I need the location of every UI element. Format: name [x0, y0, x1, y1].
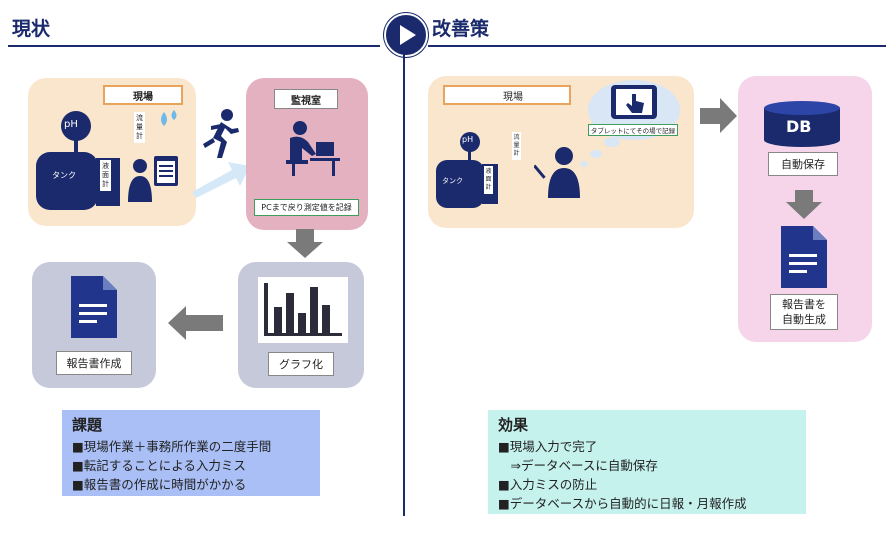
office-worker-icon [286, 121, 340, 176]
issue-item: ■現場作業＋事務所作業の二度手間 [72, 439, 272, 454]
flow-meter-label-right: 流量計 [512, 132, 521, 160]
center-divider [403, 54, 405, 516]
tank-label-right: タンク [442, 177, 463, 185]
effects-title: 効果 [498, 416, 529, 434]
effect-item: ■現場入力で完了 [498, 439, 598, 454]
report-auto-label-line: 自動生成 [782, 313, 826, 326]
effects-box: 効果 ■現場入力で完了 ⇒データベースに自動保存 ■入力ミスの防止 ■データベー… [488, 410, 806, 514]
monitor-room-label: 監視室 [274, 89, 338, 109]
ph-label: pH [64, 119, 78, 130]
effect-item: ■入力ミスの防止 [498, 477, 598, 492]
issues-box: 課題 ■現場作業＋事務所作業の二度手間 ■転記することによる入力ミス ■報告書の… [62, 410, 320, 496]
tank-icon [36, 111, 120, 210]
tablet-caption: タブレットにてその場で記録 [588, 124, 678, 136]
down-arrow-icon [287, 229, 323, 258]
level-meter-label-right: 液面計 [484, 166, 493, 194]
flow-meter-label: 流量計 [134, 112, 145, 143]
next-arrow-icon [384, 13, 428, 57]
worker-clipboard-icon [128, 156, 178, 202]
report-auto-label-line: 報告書を [782, 298, 826, 311]
ph-label-right: pH [462, 135, 474, 144]
effect-item: ⇒データベースに自動保存 [498, 458, 658, 473]
worker-tablet-icon [534, 147, 580, 198]
issue-item: ■報告書の作成に時間がかかる [72, 477, 247, 492]
report-auto-label: 報告書を 自動生成 [770, 294, 838, 330]
issue-item: ■転記することによる入力ミス [72, 458, 246, 473]
left-heading: 現状 [12, 18, 51, 40]
document-icon [71, 276, 117, 338]
move-arrow-icon [192, 162, 250, 198]
field-label-right: 現場 [443, 85, 571, 105]
down-arrow-icon-right [786, 190, 822, 219]
level-meter-label: 液面計 [100, 160, 111, 191]
tablet-icon [611, 85, 657, 119]
water-drop-icon [161, 110, 177, 126]
database-icon [764, 101, 840, 147]
bar-chart-icon [258, 277, 348, 343]
right-heading-rule [428, 45, 886, 47]
left-heading-rule [8, 45, 380, 47]
effect-item: ■データベースから自動的に日報・月報作成 [498, 496, 747, 511]
autosave-label: 自動保存 [768, 152, 838, 176]
running-person-icon [203, 109, 239, 158]
graph-label: グラフ化 [268, 352, 334, 376]
right-arrow-icon [700, 98, 737, 133]
report-label: 報告書作成 [56, 351, 132, 375]
db-label: DB [786, 117, 812, 136]
field-label: 現場 [103, 85, 183, 105]
right-heading: 改善策 [432, 18, 490, 40]
left-arrow-icon [168, 306, 223, 340]
tank-label: タンク [52, 171, 76, 180]
report-document-icon [781, 226, 827, 288]
monitor-note: PCまで戻り測定値を記録 [254, 199, 359, 216]
issues-title: 課題 [72, 416, 103, 434]
